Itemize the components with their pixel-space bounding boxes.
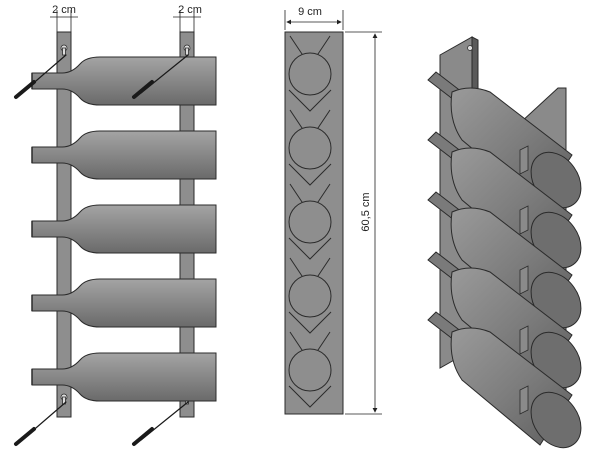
screw-icon [14,54,189,446]
side-cradles [288,35,332,408]
bottle-cross-section [288,109,332,186]
bottle [31,352,217,402]
bottle-cross-section [288,183,332,260]
iso-bottles [427,71,582,449]
bottle [31,278,217,328]
dimension-label-left: 2 cm [52,4,76,16]
dimension-label-depth: 9 cm [298,6,322,18]
dimension-line [284,10,344,30]
bottle-cross-section [288,331,332,408]
dimension-line [345,31,382,415]
bottle [31,130,217,180]
dimension-label-height: 60,5 cm [360,192,372,231]
dimension-label-right: 2 cm [178,4,202,16]
bottle [31,204,217,254]
front-view: 2 cm 2 cm [14,4,217,446]
keyhole-icon [467,45,473,51]
bottle-cross-section [288,257,332,334]
isometric-view [427,36,582,449]
side-view: 9 cm 60,5 cm [284,6,382,415]
dimension-line [50,10,201,32]
bottle-cross-section [288,35,332,112]
front-bottles [31,56,217,402]
bottle [427,311,582,449]
